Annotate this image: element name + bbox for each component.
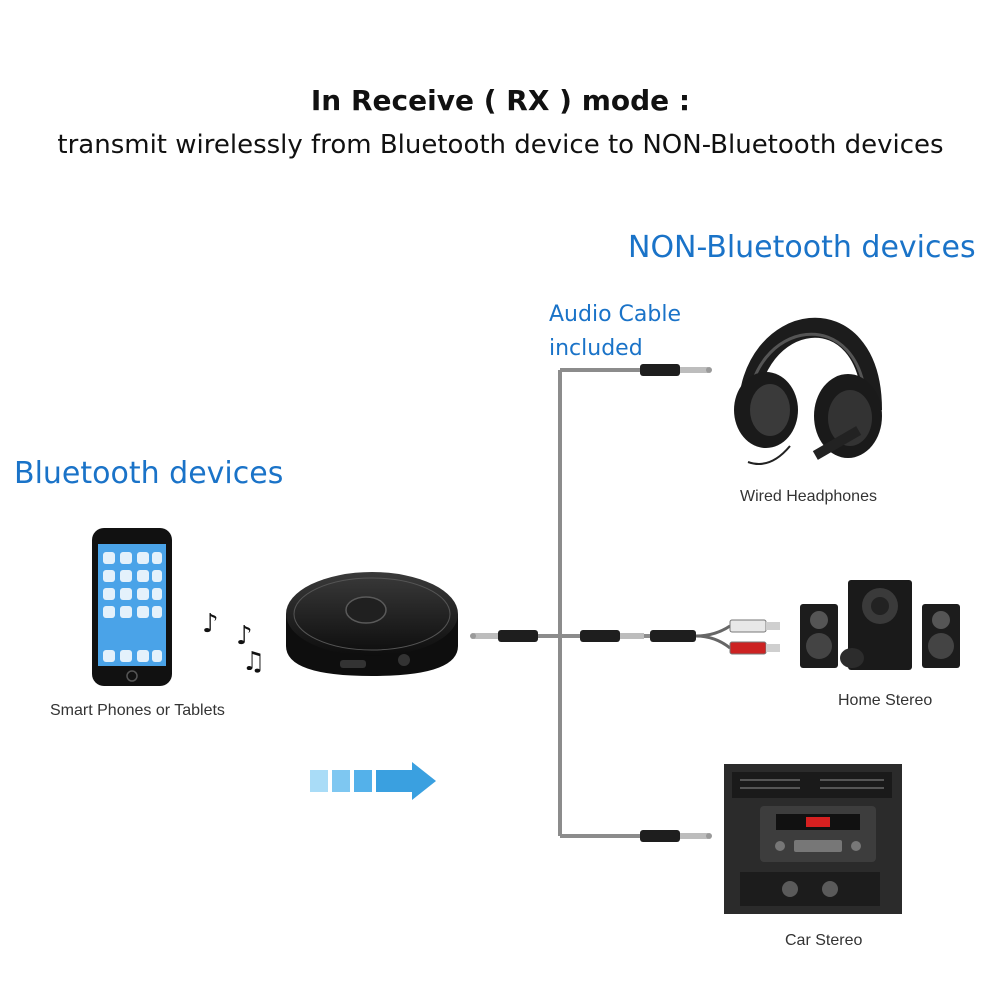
caption-phone: Smart Phones or Tablets [50, 702, 225, 720]
car-stereo-icon [724, 764, 902, 914]
svg-text:♪: ♪ [202, 609, 219, 639]
caption-headphones: Wired Headphones [740, 488, 877, 506]
rca-plugs [696, 620, 780, 654]
caption-car-stereo: Car Stereo [785, 932, 862, 950]
headphones-icon [734, 328, 882, 464]
smartphone-icon [92, 528, 172, 686]
bluetooth-receiver-icon [286, 572, 458, 676]
music-notes-icon: ♪ ♪ ♫ [202, 609, 265, 677]
home-stereo-icon [800, 580, 960, 670]
direction-arrow-icon [310, 762, 436, 800]
jack-input [470, 630, 538, 642]
svg-text:♫: ♫ [242, 647, 265, 677]
cable-tree [536, 370, 650, 836]
jack-adapter [580, 630, 696, 642]
jack-headphones [640, 364, 712, 376]
caption-home-stereo: Home Stereo [838, 692, 932, 710]
jack-car [640, 830, 712, 842]
